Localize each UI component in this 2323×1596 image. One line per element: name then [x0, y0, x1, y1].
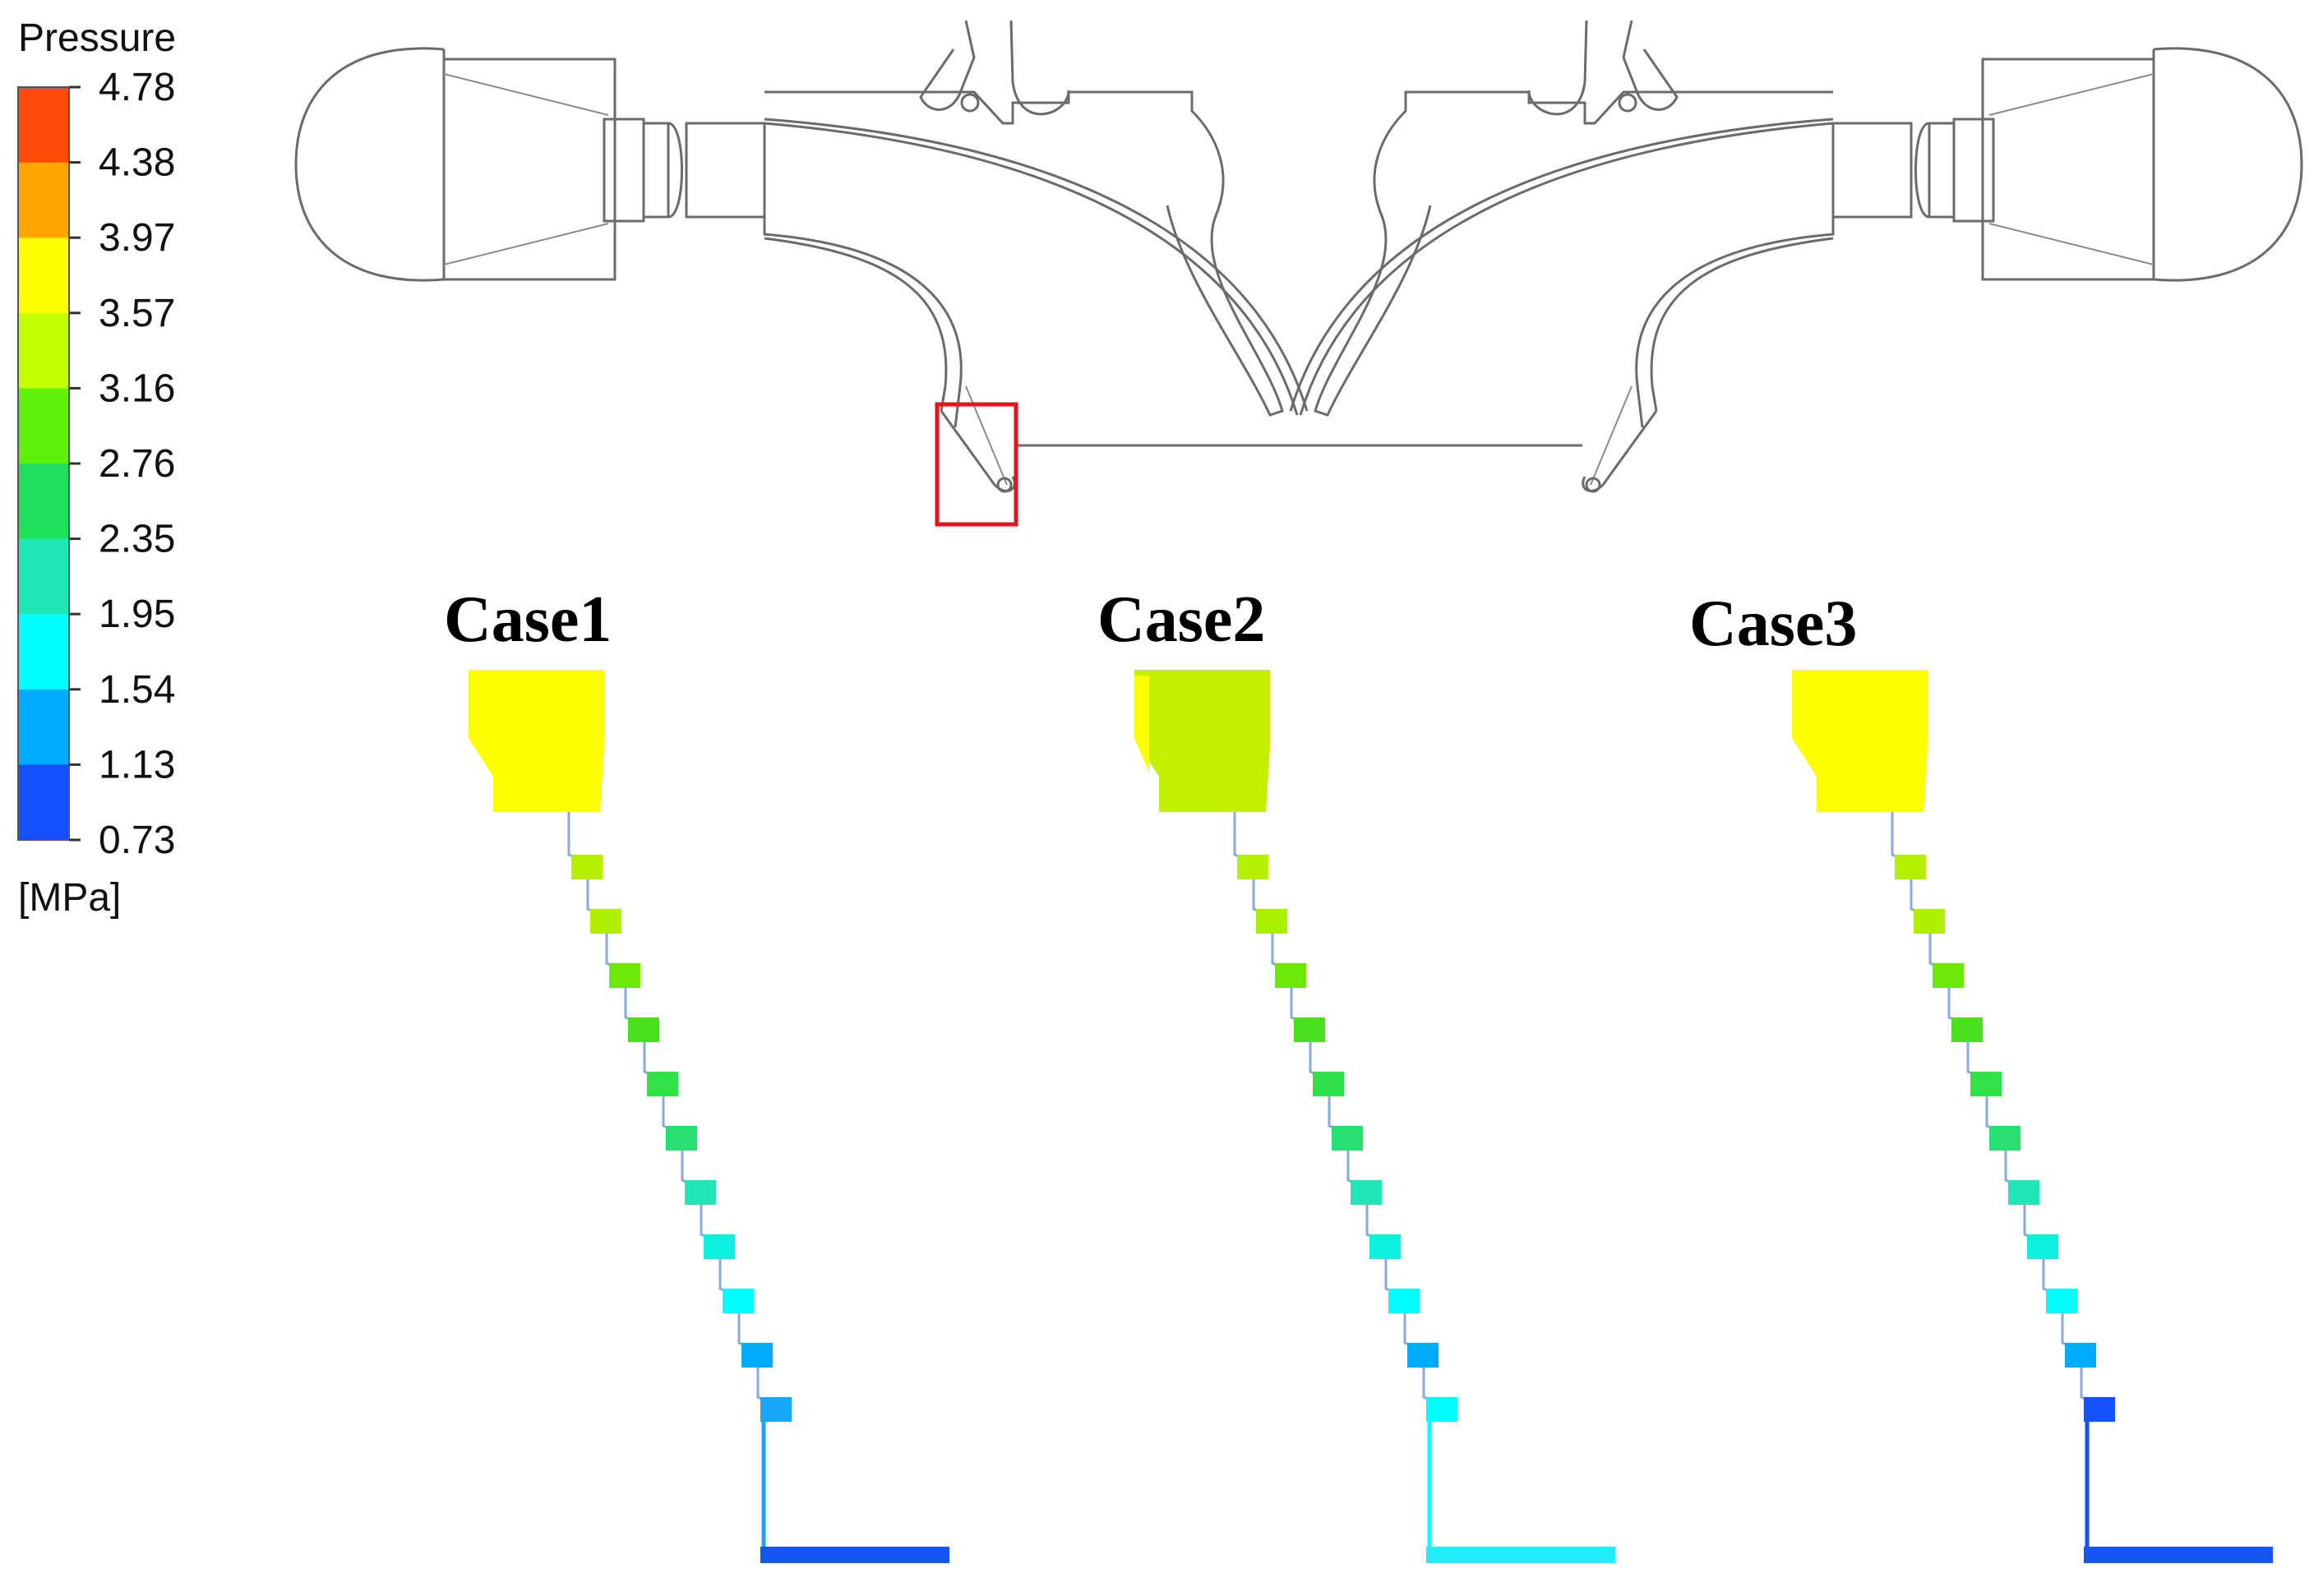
- seal-clearance-line: [1891, 812, 2101, 1407]
- case-label: Case2: [1097, 584, 1265, 656]
- seal-outlet-channel: [760, 1547, 949, 1563]
- case-label: Case1: [444, 584, 612, 656]
- seal-tooth-cavity: [741, 1343, 773, 1368]
- seal-chamber: [469, 670, 604, 812]
- case-2-contour: Case2: [1097, 584, 1615, 1563]
- seal-tooth-cavity: [2084, 1397, 2115, 1422]
- seal-tooth-cavity: [1369, 1234, 1401, 1259]
- seal-outlet-channel: [2084, 1547, 2273, 1563]
- legend-band: [18, 312, 69, 389]
- seal-tooth-cavity: [647, 1072, 678, 1096]
- seal-chamber-inlet: [1134, 676, 1149, 773]
- seal-clearance-line: [1233, 812, 1443, 1407]
- legend-tick-label: 3.57: [99, 292, 175, 335]
- seal-tooth-cavity: [1426, 1397, 1457, 1422]
- seal-tooth-cavity: [704, 1234, 735, 1259]
- seal-tooth-cavity: [1351, 1180, 1382, 1205]
- left-half-outline: [294, 20, 1309, 493]
- legend-band: [18, 464, 69, 540]
- legend-band: [18, 614, 69, 690]
- legend-tick-label: 1.13: [99, 743, 175, 786]
- seal-tooth-cavity: [1388, 1289, 1420, 1313]
- seal-tooth-cavity: [1332, 1126, 1363, 1151]
- seal-tooth-cavity: [2008, 1180, 2039, 1205]
- seal-tooth-cavity: [1313, 1072, 1344, 1096]
- seal-chamber: [1134, 670, 1270, 812]
- seal-tooth-cavity: [571, 855, 603, 879]
- legend-tick-label: 2.35: [99, 518, 175, 561]
- seal-tooth-cavity: [1294, 1017, 1325, 1042]
- case-label: Case3: [1689, 588, 1857, 660]
- seal-tooth-cavity: [609, 963, 640, 988]
- pressure-legend: Pressure 4.78 4.38 3.97 3.57 3.16 2.76 2.35 1.9…: [17, 16, 176, 920]
- legend-band: [18, 388, 69, 464]
- legend-title: Pressure: [18, 16, 176, 60]
- seal-region-highlight: [935, 402, 1018, 527]
- seal-tooth-cavity: [1951, 1017, 1983, 1042]
- seal-tooth-cavity: [590, 909, 621, 934]
- machine-cross-section: [294, 19, 2303, 527]
- seal-tooth-cavity: [1237, 855, 1268, 879]
- legend-color-bar: [17, 86, 70, 841]
- legend-band: [18, 689, 69, 765]
- legend-tick-label: 2.76: [99, 442, 175, 486]
- seal-tooth-cavity: [628, 1017, 659, 1042]
- seal-clearance-line: [567, 812, 778, 1407]
- legend-band: [18, 538, 69, 615]
- seal-tooth-cavity: [1275, 963, 1306, 988]
- legend-unit: [MPa]: [18, 876, 121, 920]
- seal-tooth-cavity: [1407, 1343, 1439, 1368]
- legend-band: [18, 764, 69, 841]
- legend-tick-label: 4.78: [99, 66, 175, 109]
- seal-tooth-cavity: [685, 1180, 716, 1205]
- seal-tooth-cavity: [2046, 1289, 2077, 1313]
- legend-tick-label: 1.54: [99, 668, 175, 712]
- legend-band: [18, 87, 69, 164]
- case-1-contour: Case1: [444, 584, 949, 1563]
- seal-tooth-cavity: [2065, 1343, 2096, 1368]
- seal-tooth-cavity: [1933, 963, 1964, 988]
- legend-tick-label: 3.97: [99, 216, 175, 260]
- seal-pressure-cases: Case1 Case2 Case3: [444, 584, 2273, 1563]
- seal-tooth-cavity: [1256, 909, 1287, 934]
- legend-band: [18, 162, 69, 238]
- legend-tick-label: 3.16: [99, 367, 175, 410]
- legend-ticks: 4.78 4.38 3.97 3.57 3.16 2.76 2.35 1.95 1.54 1.13…: [69, 66, 175, 862]
- seal-tooth-cavity: [723, 1289, 754, 1313]
- legend-tick-label: 0.73: [99, 819, 175, 862]
- legend-tick-label: 1.95: [99, 593, 175, 636]
- legend-band: [18, 238, 69, 314]
- seal-tooth-cavity: [1970, 1072, 2002, 1096]
- seal-tooth-cavity: [2027, 1234, 2058, 1259]
- seal-chamber: [1792, 670, 1928, 812]
- seal-tooth-cavity: [760, 1397, 792, 1422]
- seal-tooth-cavity: [1895, 855, 1926, 879]
- legend-tick-label: 4.38: [99, 141, 175, 185]
- seal-tooth-cavity: [666, 1126, 697, 1151]
- seal-tooth-cavity: [1914, 909, 1945, 934]
- case-3-contour: Case3: [1689, 588, 2273, 1563]
- seal-outlet-channel: [1426, 1547, 1615, 1563]
- seal-tooth-cavity: [1989, 1126, 2021, 1151]
